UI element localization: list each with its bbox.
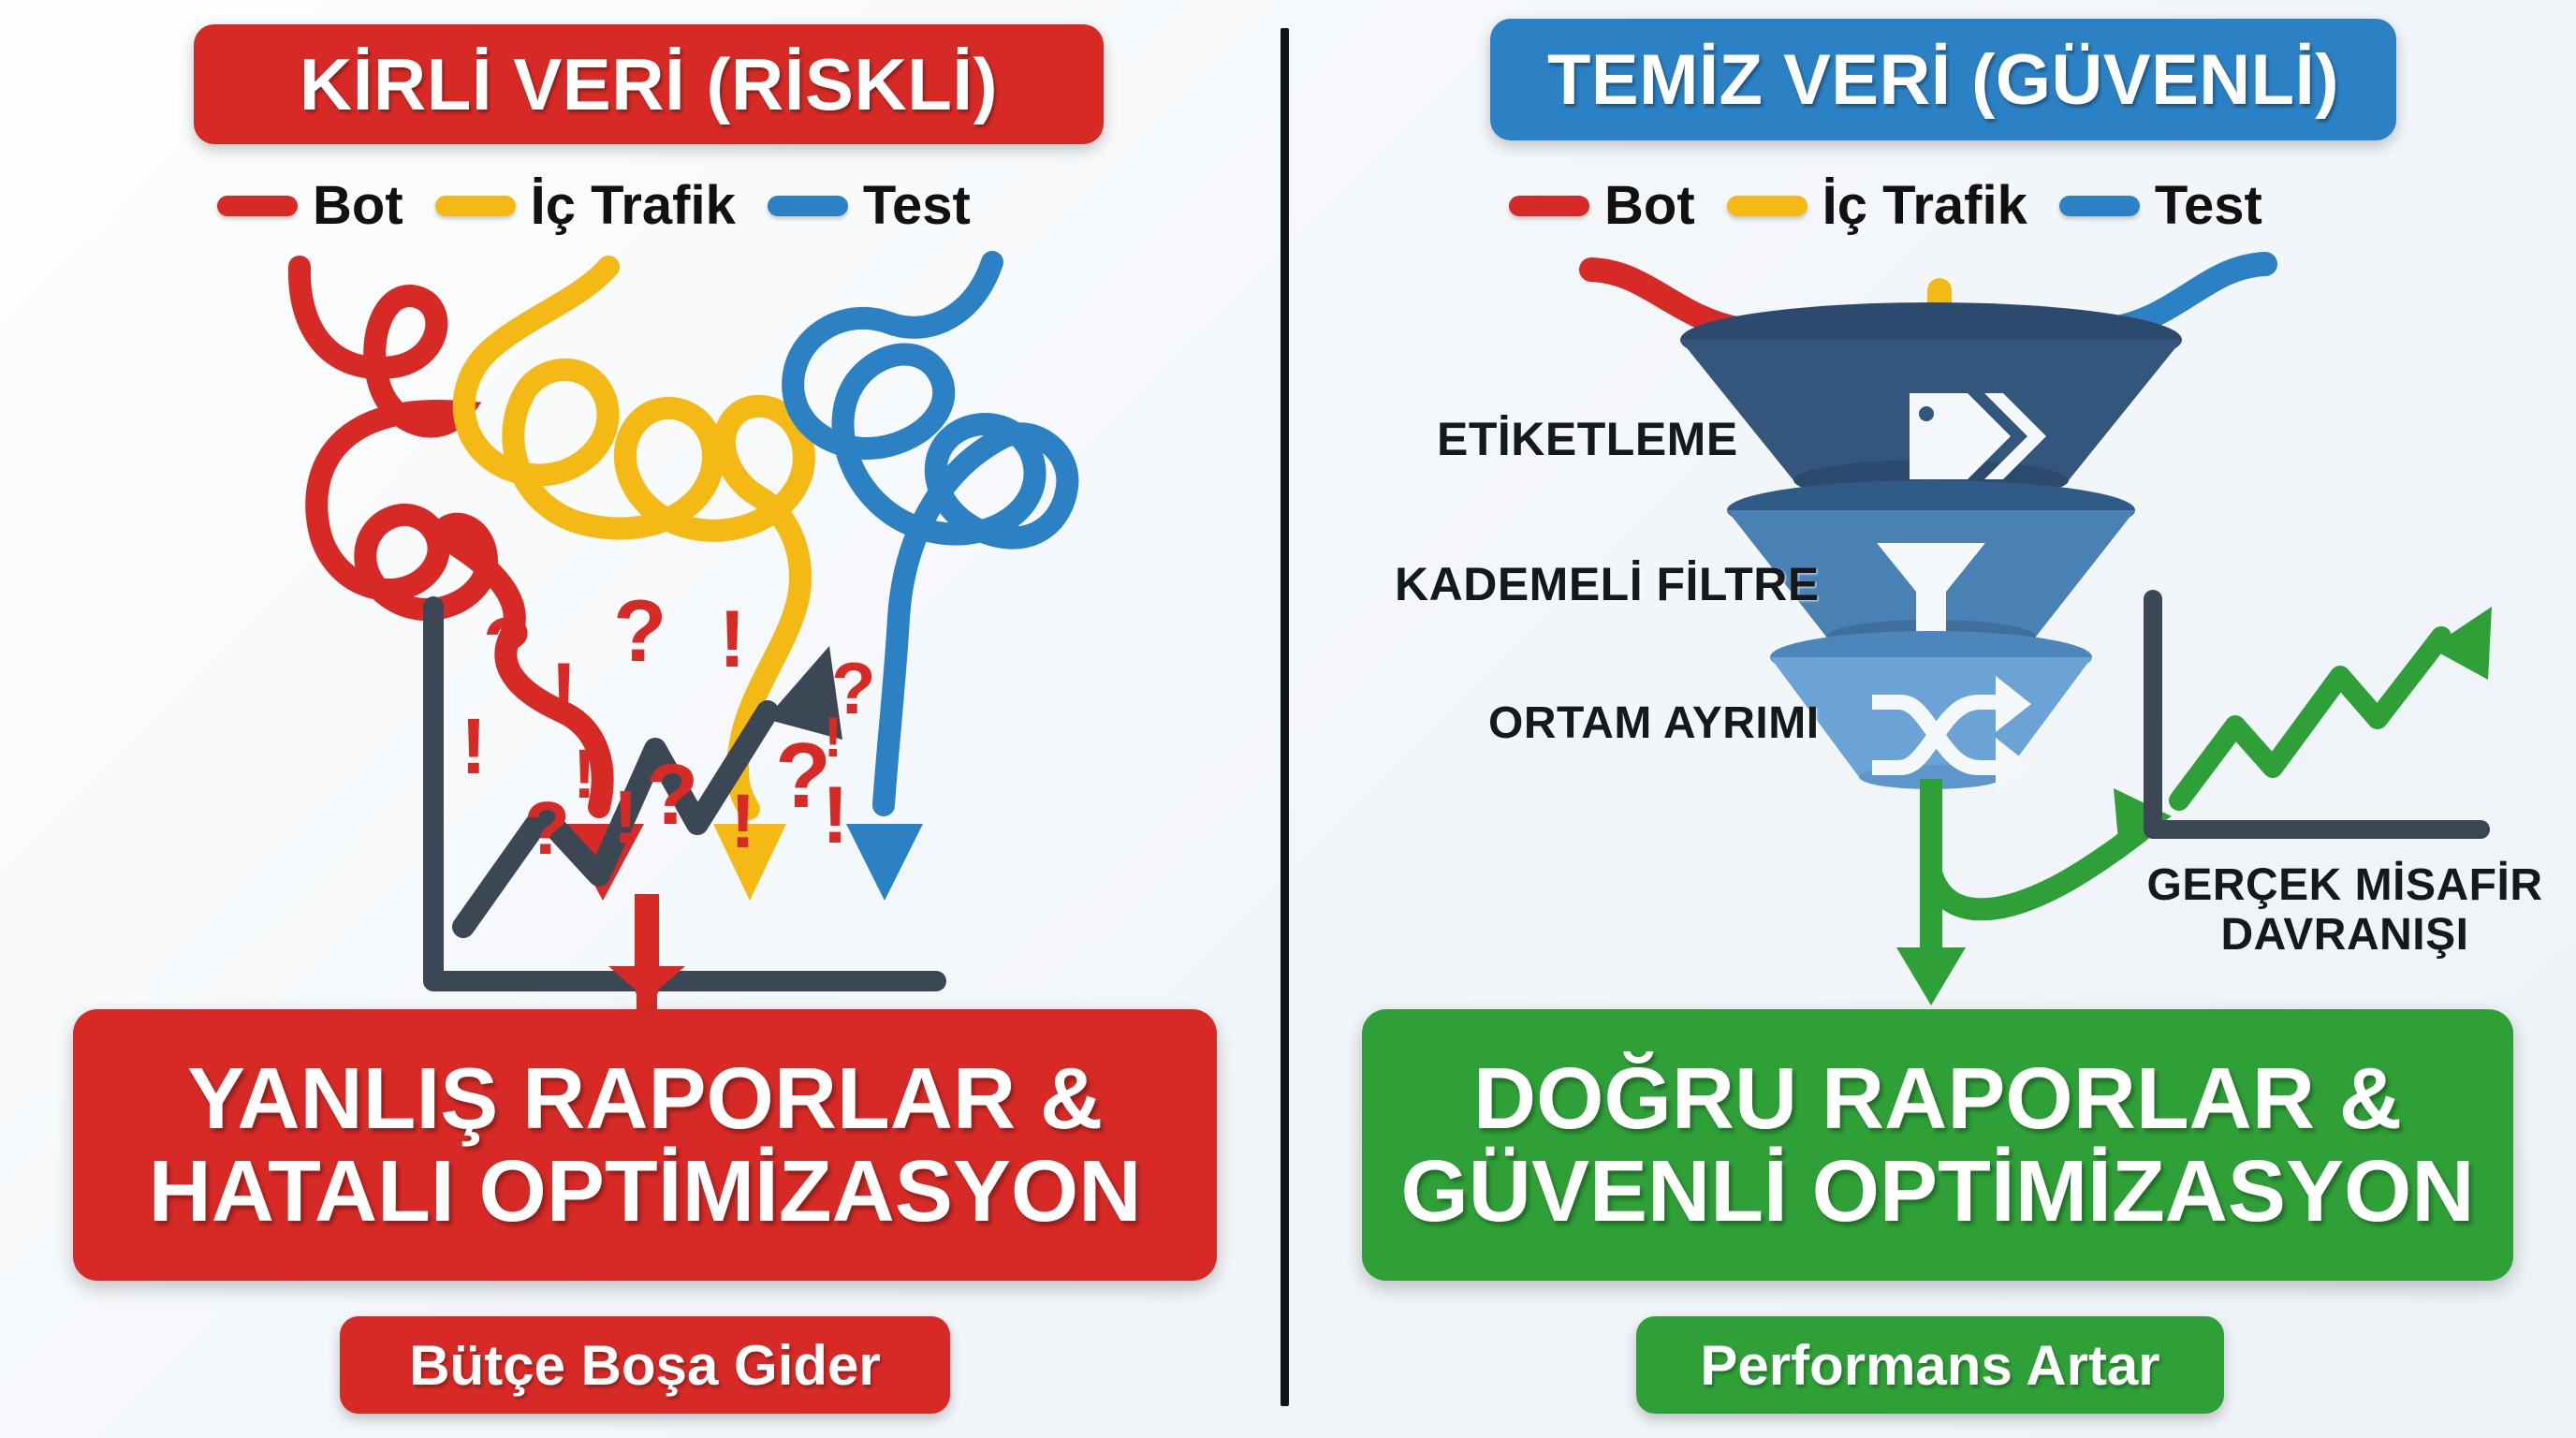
legend-item-test: Test <box>767 174 971 237</box>
legend-item-test: Test <box>2058 174 2262 237</box>
legend-line-icon <box>767 195 848 216</box>
legend-line-icon <box>1509 195 1589 216</box>
left-summary-pill-label: Bütçe Boşa Gider <box>409 1333 881 1397</box>
left-banner-line2: HATALI OPTİMİZASYON <box>148 1142 1142 1240</box>
funnel-stage-label-ortam-ayrimi: ORTAM AYRIMI <box>1488 698 1820 748</box>
legend-label-test: Test <box>2154 175 2262 236</box>
legend-label-test: Test <box>862 175 971 236</box>
left-legend: Bot İç Trafik Test <box>217 174 971 237</box>
right-outcome-banner: DOĞRU RAPORLAR & GÜVENLİ OPTİMİZASYON <box>1362 1009 2513 1281</box>
legend-item-bot: Bot <box>217 174 403 237</box>
right-summary-pill: Performans Artar <box>1636 1316 2224 1414</box>
left-banner-line1: YANLIŞ RAPORLAR & <box>186 1049 1104 1148</box>
legend-label-ic-trafik: İç Trafik <box>1822 175 2027 236</box>
right-chart-caption-line2: DAVRANIŞI <box>2220 909 2469 960</box>
legend-item-ic-trafik: İç Trafik <box>434 174 736 237</box>
legend-item-ic-trafik: İç Trafik <box>1726 174 2027 237</box>
right-panel-header: TEMİZ VERİ (GÜVENLİ) <box>1490 19 2396 140</box>
right-panel-header-label: TEMİZ VERİ (GÜVENLİ) <box>1547 39 2339 120</box>
left-outcome-banner: YANLIŞ RAPORLAR & HATALI OPTİMİZASYON <box>73 1009 1217 1281</box>
right-chart-caption-line1: GERÇEK MİSAFİR <box>2146 860 2543 910</box>
legend-item-bot: Bot <box>1509 174 1695 237</box>
left-panel-header: KİRLİ VERİ (RİSKLİ) <box>194 24 1104 144</box>
funnel-stage-label-kademeli-filtre: KADEMELİ FİLTRE <box>1395 558 1820 610</box>
right-banner-line1: DOĞRU RAPORLAR & <box>1473 1049 2402 1148</box>
funnel-stage-label-etiketleme: ETİKETLEME <box>1437 413 1738 465</box>
legend-line-icon <box>434 195 516 216</box>
right-legend: Bot İç Trafik Test <box>1509 174 2262 237</box>
left-panel-header-label: KİRLİ VERİ (RİSKLİ) <box>299 42 999 125</box>
right-summary-pill-label: Performans Artar <box>1700 1333 2160 1397</box>
left-summary-pill: Bütçe Boşa Gider <box>340 1316 950 1414</box>
legend-label-ic-trafik: İç Trafik <box>530 175 736 236</box>
legend-line-icon <box>217 195 298 216</box>
right-chart-caption: GERÇEK MİSAFİR DAVRANIŞI <box>2144 860 2546 961</box>
right-banner-line2: GÜVENLİ OPTİMİZASYON <box>1400 1142 2475 1240</box>
legend-label-bot: Bot <box>1604 175 1695 236</box>
legend-label-bot: Bot <box>313 175 403 236</box>
legend-line-icon <box>2058 195 2140 216</box>
legend-line-icon <box>1726 195 1808 216</box>
panel-divider <box>1281 28 1289 1406</box>
